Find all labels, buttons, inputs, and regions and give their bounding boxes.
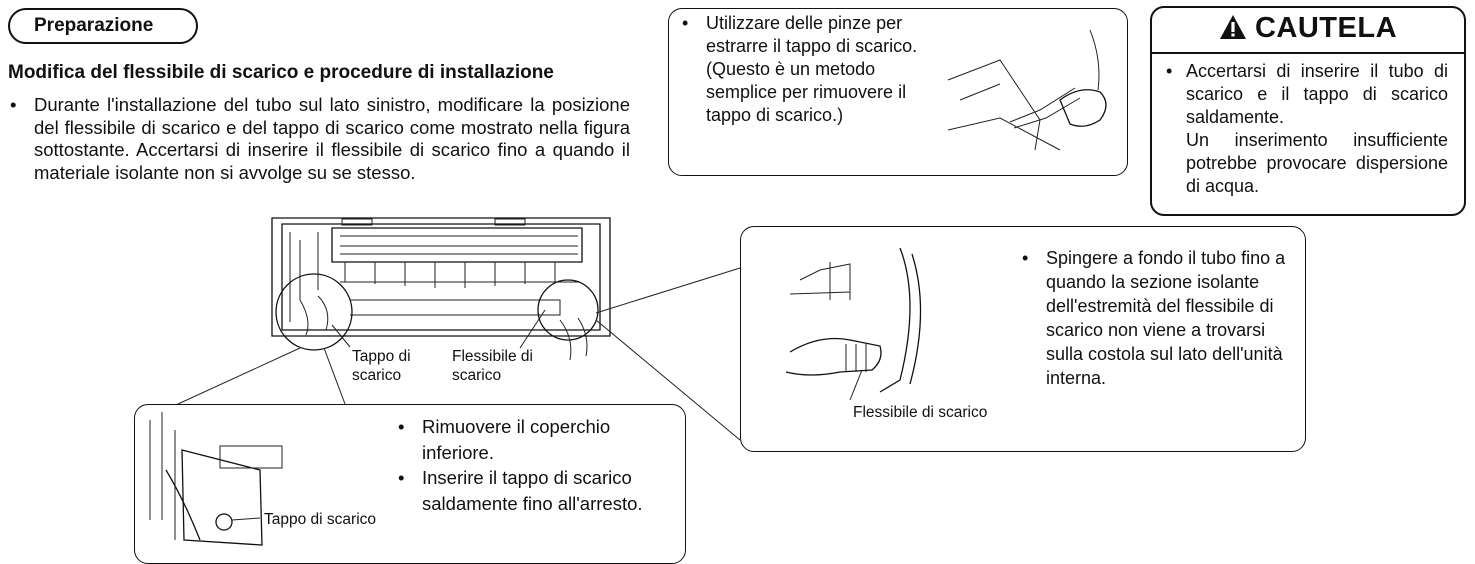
plug-detail-step-2: Inserire il tappo di scarico saldamente … xyxy=(398,465,674,516)
caution-divider xyxy=(1152,52,1464,54)
hose-detail-label: Flessibile di scarico xyxy=(853,404,988,421)
main-hose-label: Flessibile di scarico xyxy=(452,348,533,384)
pliers-tip-list: Utilizzare delle pinze per estrarre il t… xyxy=(682,12,922,127)
pliers-tip-text: Utilizzare delle pinze per estrarre il t… xyxy=(682,12,922,127)
pliers-illustration xyxy=(947,29,1107,151)
indoor-unit-illustration xyxy=(271,217,611,361)
hose-detail-list: Spingere a fondo il tubo fino a quando l… xyxy=(1022,246,1292,390)
plug-detail-list: Rimuovere il coperchio inferiore. Inseri… xyxy=(398,414,674,516)
section-title-tab: Preparazione xyxy=(8,8,198,44)
caution-line-1: Accertarsi di inserire il tubo di scaric… xyxy=(1186,61,1448,127)
caution-title-row: CAUTELA xyxy=(1150,12,1466,48)
caution-title: CAUTELA xyxy=(1254,12,1398,44)
main-plug-label: Tappo di scarico xyxy=(352,348,411,384)
plug-detail-step-1: Rimuovere il coperchio inferiore. xyxy=(398,414,674,465)
subheading: Modifica del flessibile di scarico e pro… xyxy=(8,62,554,83)
hose-detail-illustration xyxy=(785,247,922,401)
caution-line-2: Un inserimento insufficiente potrebbe pr… xyxy=(1186,130,1448,196)
hose-detail-text: Spingere a fondo il tubo fino a quando l… xyxy=(1022,246,1292,390)
plug-detail-illustration xyxy=(149,412,283,546)
caution-box xyxy=(1150,6,1466,216)
intro-list: Durante l'installazione del tubo sul lat… xyxy=(10,94,630,184)
intro-bullet: Durante l'installazione del tubo sul lat… xyxy=(10,94,630,184)
section-title: Preparazione xyxy=(34,15,154,36)
plug-detail-label: Tappo di scarico xyxy=(264,511,377,528)
caution-body: • Accertarsi di inserire il tubo di scar… xyxy=(1166,61,1448,196)
warning-triangle-icon xyxy=(1219,14,1247,48)
